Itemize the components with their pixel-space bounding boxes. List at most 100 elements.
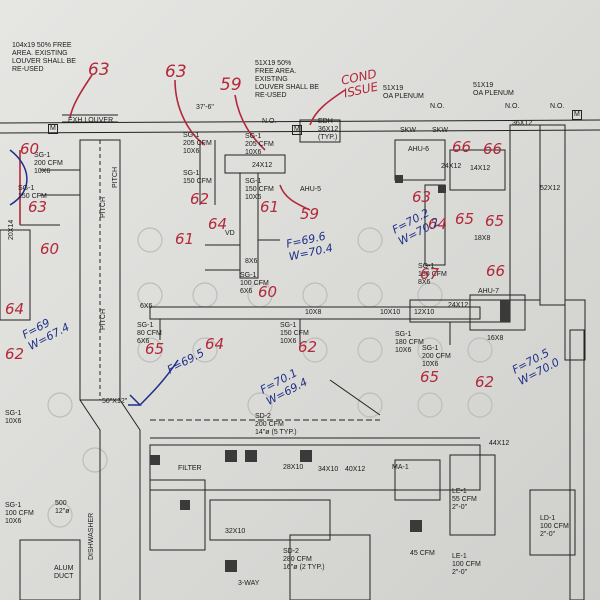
dishwasher-label: DISHWASHER (88, 512, 95, 560)
duct-8x6: 8X6 (245, 258, 258, 265)
exh-louver-label: EXH LOUVER (68, 117, 114, 124)
cfm-45-label: 45 CFM (410, 550, 435, 557)
red-leader-lines (19, 74, 346, 225)
m-tag-1: M (48, 124, 58, 134)
red-mark-66-a: 66 (486, 262, 506, 280)
sg1-left-low-2: SG-1 100 CFM 10X6 (5, 502, 34, 525)
pitch-label-2: PITCH (100, 309, 107, 330)
duct-32x10: 32X10 (225, 528, 246, 535)
duct-50x12: 50"X12" (102, 398, 128, 405)
vd-label: VD (225, 230, 235, 237)
red-mark-65-b: 65 (420, 368, 440, 386)
sg1-150-b: SG-1 150 CFM 10X6 (245, 178, 274, 201)
sg1-200-right: SG-1 200 CFM 10X6 (422, 345, 451, 368)
red-mark-64-c: 64 (428, 215, 448, 233)
sd2-200: SD-2 200 CFM 14"ø (5 TYP.) (255, 413, 297, 436)
sg1-100: SG-1 100 CFM 6X6 (240, 272, 269, 295)
le1-55: LE-1 55 CFM 2"-0" (452, 488, 477, 511)
pitch-label-3: PITCH (112, 167, 119, 188)
filter-label: FILTER (178, 465, 202, 472)
duct-16x8: 16X8 (487, 335, 504, 342)
red-mark-65-d: 65 (485, 212, 505, 230)
pitch-label-1: PITCH (100, 197, 107, 218)
red-mark-66-c: 66 (483, 140, 503, 158)
red-mark-61-b: 61 (260, 198, 280, 216)
cfm-500-label: 500 12"ø (55, 500, 70, 515)
sg1-150-center: SG-1 150 CFM 10X6 (280, 322, 309, 345)
ahu6-label: AHU-6 (408, 146, 430, 153)
red-mark-59-top: 59 (220, 75, 242, 95)
duct-12x10: 12X10 (414, 309, 435, 316)
red-mark-62-a: 62 (190, 190, 210, 208)
red-mark-67: 67 (420, 265, 440, 283)
duct-24x12-b: 24X12 (441, 163, 462, 170)
sg1-205-a: SG-1 205 CFM 10X6 (183, 132, 212, 155)
three-way-label: 3-WAY (238, 580, 260, 587)
louver-note-left: 104x19 50% FREE AREA. EXISTING LOUVER SH… (12, 42, 76, 73)
red-mark-65-a: 65 (145, 340, 165, 358)
red-mark-62-d: 62 (5, 345, 25, 363)
sg1-200-left: SG-1 200 CFM 10X6 (34, 152, 63, 175)
edh-damper-label: EDH 36X12 (TYP.) (318, 118, 339, 141)
duct-24x12-a: 24X12 (252, 162, 273, 169)
red-mark-66-b: 66 (452, 138, 472, 156)
red-mark-60-b: 60 (40, 240, 60, 258)
red-mark-64-b: 64 (205, 335, 225, 353)
no-label-3: N.O. (505, 103, 520, 110)
duct-24x12-c: 24X12 (448, 302, 469, 309)
no-label-1: N.O. (262, 118, 277, 125)
red-mark-63-mid: 63 (165, 62, 187, 82)
blue-leader-lines (9, 149, 179, 406)
m-tag-3: M (572, 110, 582, 120)
ahu5-label: AHU-5 (300, 186, 322, 193)
duct-40x12: 40X12 (345, 466, 366, 473)
no-label-2: N.O. (430, 103, 445, 110)
duct-18x8: 18X8 (474, 235, 491, 242)
sg1-150-right: SG-1 150 CFM 8X6 (418, 263, 447, 286)
red-mark-63-right: 63 (412, 188, 432, 206)
sg1-80: SG-1 80 CFM 6X6 (137, 322, 162, 345)
red-mark-65-c: 65 (455, 210, 475, 228)
ld1-100: LD-1 100 CFM 2"-0" (540, 515, 569, 538)
ma1-label: MA-1 (392, 464, 409, 471)
duct-52x12: 52X12 (540, 185, 561, 192)
red-mark-61-a: 61 (175, 230, 195, 248)
duct-6x6: 6X6 (140, 303, 153, 310)
duct-10x10: 10X10 (380, 309, 401, 316)
le1-100: LE-1 100 CFM 2"-0" (452, 553, 481, 576)
sg1-205-b: SG-1 205 CFM 10X6 (245, 133, 274, 156)
ahu7-label: AHU-7 (478, 288, 500, 295)
red-mark-62-b: 62 (298, 338, 318, 356)
duct-34x10: 34X10 (318, 466, 339, 473)
red-mark-60-c: 60 (258, 283, 278, 301)
sg1-150-left: SG-1 150 CFM (18, 185, 47, 200)
red-mark-62-c: 62 (475, 373, 495, 391)
skw-label-1: SKW (400, 127, 416, 134)
duct-14x12: 14X12 (470, 165, 491, 172)
alum-duct-label: ALUM DUCT (54, 565, 74, 580)
sg1-left-low-1: SG-1 10X6 (5, 410, 22, 425)
red-mark-63-top: 63 (88, 60, 110, 80)
red-mark-59-b: 59 (300, 205, 320, 223)
duct-20x14: 20X14 (8, 219, 15, 240)
sg1-150-a: SG-1 150 CFM (183, 170, 212, 185)
red-mark-63-left: 63 (28, 198, 48, 216)
sg1-180: SG-1 180 CFM 10X6 (395, 331, 424, 354)
dimension-label: 37'-6" (196, 104, 214, 111)
duct-36x12: 36X12 (512, 120, 533, 127)
duct-44x12: 44X12 (489, 440, 510, 447)
red-mark-64-a: 64 (208, 215, 228, 233)
red-mark-64-d: 64 (5, 300, 25, 318)
no-label-4: N.O. (550, 103, 565, 110)
skw-label-2: SKW (432, 127, 448, 134)
m-tag-2: M (292, 125, 302, 135)
oa-plenum-note-1: 51X19 OA PLENUM (383, 85, 424, 100)
duct-28x10: 28X10 (283, 464, 304, 471)
red-mark-60-a: 60 (20, 140, 40, 158)
duct-10x8: 10X8 (305, 309, 322, 316)
sd2-280: SD-2 280 CFM 16"ø (2 TYP.) (283, 548, 325, 571)
oa-plenum-note-2: 51X19 OA PLENUM (473, 82, 514, 97)
louver-note-mid: 51X19 50% FREE AREA. EXISTING LOUVER SHA… (255, 60, 319, 99)
